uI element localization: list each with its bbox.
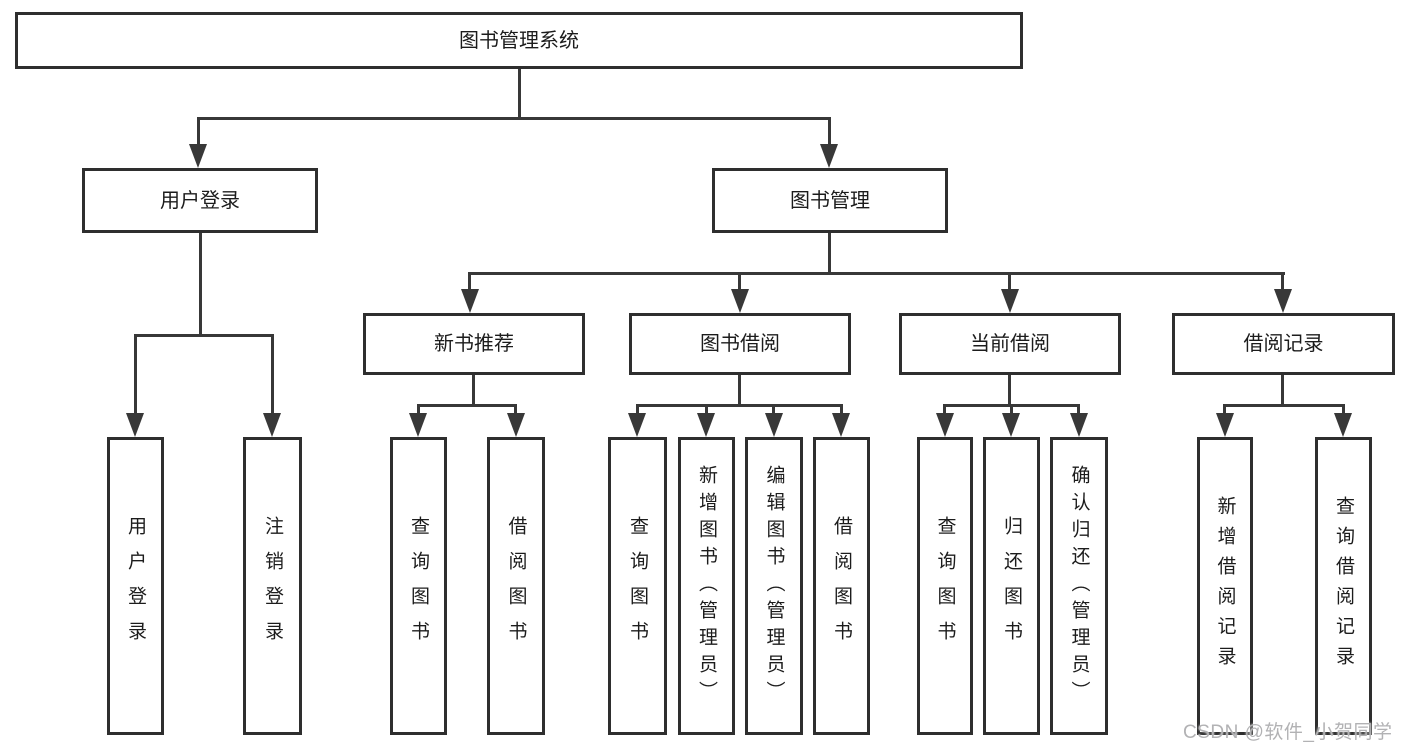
node-label: 查询图书	[934, 516, 956, 656]
leaf-records-add-record: 新增借阅记录	[1197, 437, 1253, 735]
node-book-borrowing: 图书借阅	[629, 313, 851, 375]
node-label: 当前借阅	[970, 333, 1050, 355]
connector-line	[705, 404, 708, 416]
connector-line	[134, 334, 137, 418]
connector-line	[1077, 404, 1080, 416]
node-label: 查询图书	[408, 516, 429, 656]
connector-line	[738, 375, 741, 407]
node-label: 图书管理	[790, 189, 870, 212]
csdn-watermark: CSDN @软件_小贺同学	[1183, 722, 1393, 743]
arrow-down-icon	[507, 413, 525, 437]
connector-line	[472, 375, 475, 407]
node-label: 确认归还（管理员）	[1068, 464, 1090, 708]
connector-line	[197, 117, 831, 120]
arrow-down-icon	[1002, 413, 1020, 437]
node-label: 查询图书	[627, 516, 648, 656]
node-label: 编辑图书（管理员）	[763, 464, 785, 708]
connector-line	[468, 272, 1285, 275]
node-label: 用户登录	[160, 189, 240, 212]
node-label: 图书管理系统	[459, 29, 579, 52]
leaf-borrowing-query-books: 查询图书	[608, 437, 667, 735]
connector-line	[199, 233, 202, 336]
arrow-down-icon	[461, 289, 479, 313]
connector-line	[772, 404, 775, 416]
arrow-down-icon	[1070, 413, 1088, 437]
arrow-down-icon	[1216, 413, 1234, 437]
arrow-down-icon	[1001, 289, 1019, 313]
connector-line	[134, 334, 274, 337]
node-library-management-system: 图书管理系统	[15, 12, 1023, 69]
connector-line	[840, 404, 843, 416]
arrow-down-icon	[731, 289, 749, 313]
node-label: 新书推荐	[434, 333, 514, 355]
connector-line	[1008, 272, 1011, 292]
connector-line	[828, 117, 831, 149]
node-label: 图书借阅	[700, 333, 780, 355]
connector-line	[468, 272, 471, 292]
leaf-borrowing-edit-books-admin: 编辑图书（管理员）	[745, 437, 803, 735]
connector-line	[1223, 404, 1345, 407]
arrow-down-icon	[409, 413, 427, 437]
connector-line	[1342, 404, 1345, 416]
leaf-current-query-books: 查询图书	[917, 437, 973, 735]
leaf-user-login-action: 用户登录	[107, 437, 164, 735]
connector-line	[271, 334, 274, 418]
connector-line	[828, 233, 831, 275]
arrow-down-icon	[1334, 413, 1352, 437]
arrow-down-icon	[765, 413, 783, 437]
node-label: 借阅图书	[505, 516, 527, 656]
node-new-book-recommend: 新书推荐	[363, 313, 585, 375]
connector-line	[1223, 404, 1226, 416]
node-user-login: 用户登录	[82, 168, 318, 233]
node-current-borrowing: 当前借阅	[899, 313, 1121, 375]
connector-line	[636, 404, 639, 416]
arrow-down-icon	[628, 413, 646, 437]
arrow-down-icon	[936, 413, 954, 437]
arrow-down-icon	[126, 413, 144, 437]
connector-line	[417, 404, 420, 416]
leaf-current-confirm-return-admin: 确认归还（管理员）	[1050, 437, 1108, 735]
connector-line	[514, 404, 517, 416]
arrow-down-icon	[832, 413, 850, 437]
connector-line	[1010, 404, 1013, 416]
leaf-recommend-query-books: 查询图书	[390, 437, 447, 735]
node-label: 借阅记录	[1243, 333, 1324, 355]
node-label: 注销登录	[262, 516, 283, 656]
leaf-current-return-books: 归还图书	[983, 437, 1040, 735]
connector-line	[738, 272, 741, 292]
node-label: 新增借阅记录	[1214, 496, 1236, 676]
arrow-down-icon	[697, 413, 715, 437]
connector-line	[1008, 375, 1011, 407]
leaf-borrowing-borrow-books: 借阅图书	[813, 437, 870, 735]
leaf-records-query-record: 查询借阅记录	[1315, 437, 1372, 735]
node-label: 借阅图书	[831, 516, 852, 656]
arrow-down-icon	[820, 144, 838, 168]
connector-line	[943, 404, 946, 416]
arrow-down-icon	[263, 413, 281, 437]
leaf-borrowing-add-books-admin: 新增图书（管理员）	[678, 437, 735, 735]
node-label: 新增图书（管理员）	[696, 464, 717, 708]
arrow-down-icon	[1274, 289, 1292, 313]
connector-line	[197, 117, 200, 149]
connector-line	[1281, 375, 1284, 407]
connector-line	[1281, 272, 1284, 292]
node-label: 归还图书	[1001, 516, 1022, 656]
leaf-recommend-borrow-books: 借阅图书	[487, 437, 545, 735]
connector-line	[518, 69, 521, 118]
node-label: 用户登录	[125, 516, 146, 656]
leaf-logout-action: 注销登录	[243, 437, 302, 735]
node-label: 查询借阅记录	[1333, 496, 1354, 676]
connector-line	[636, 404, 843, 407]
connector-line	[417, 404, 517, 407]
node-borrow-records: 借阅记录	[1172, 313, 1395, 375]
arrow-down-icon	[189, 144, 207, 168]
node-book-management: 图书管理	[712, 168, 948, 233]
